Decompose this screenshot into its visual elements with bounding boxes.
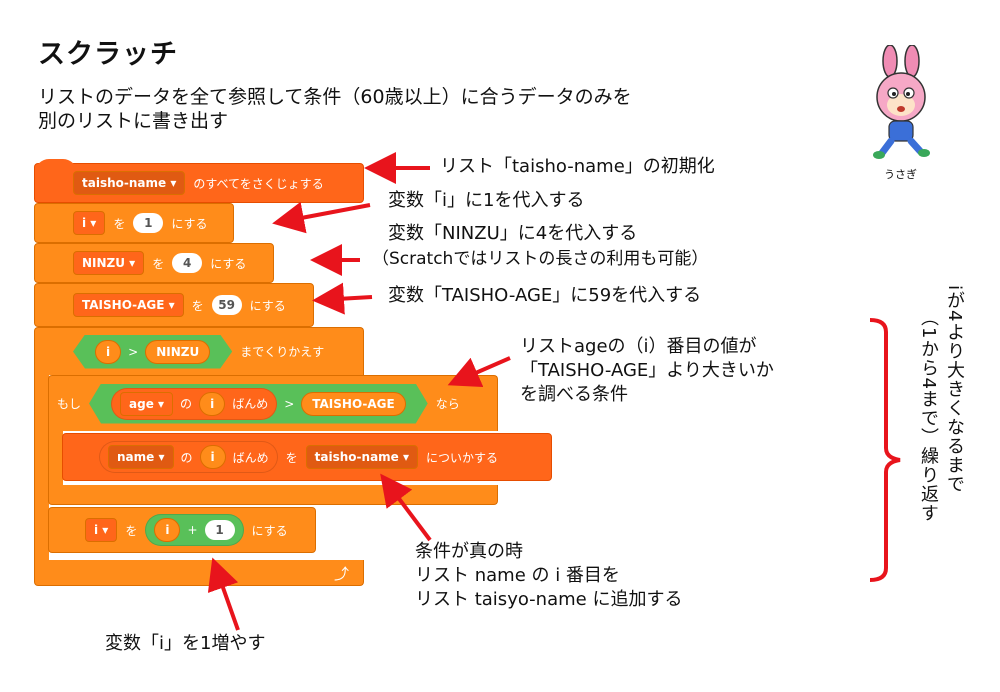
block-label: のすべてをさくじょする (193, 176, 324, 191)
var-dropdown[interactable]: i ▾ (73, 211, 106, 235)
note-set-age: 変数「TAISHO-AGE」に59を代入する (388, 285, 702, 306)
mascot-label: うさぎ (884, 168, 917, 181)
value-input[interactable]: 1 (204, 520, 235, 540)
list-dropdown[interactable]: name ▾ (108, 445, 174, 469)
if-header[interactable]: もし age ▾ の i ばんめ > TAISHO-AGE なら (48, 375, 498, 431)
var-dropdown[interactable]: i ▾ (85, 518, 118, 542)
var-reporter[interactable]: i (199, 392, 225, 416)
block-label: を (113, 216, 126, 231)
note-set-ninzu: 変数「NINZU」に4を代入する (388, 223, 638, 244)
var-dropdown[interactable]: TAISHO-AGE ▾ (73, 293, 184, 317)
greater-than-operator[interactable]: i > NINZU (73, 335, 232, 369)
note-initialize: リスト「taisho-name」の初期化 (440, 156, 715, 177)
value-input[interactable]: 59 (211, 295, 242, 315)
arrow-7 (207, 557, 240, 631)
page-title: スクラッチ (38, 39, 178, 70)
greater-than-operator[interactable]: age ▾ の i ばんめ > TAISHO-AGE (89, 384, 428, 424)
block-label: についかする (426, 450, 499, 465)
subtitle: リストのデータを全て参照して条件（60歳以上）に合うデータのみを 別のリストに書… (38, 85, 838, 133)
set-taisho-age-block[interactable]: TAISHO-AGE ▾ を 59 にする (34, 283, 314, 327)
note-set-i: 変数「i」に1を代入する (388, 190, 585, 211)
loop-arrow-icon: ⤴ (333, 565, 349, 583)
block-label: にする (249, 298, 286, 313)
var-reporter[interactable]: i (199, 445, 226, 469)
value-input[interactable]: 1 (133, 213, 164, 233)
var-reporter[interactable]: NINZU (145, 340, 210, 364)
note-list-length: （Scratchではリストの長さの利用も可能） (372, 249, 709, 269)
item-of-list-reporter[interactable]: name ▾ の i ばんめ (99, 441, 278, 473)
subtitle-line-1: リストのデータを全て参照して条件（60歳以上）に合うデータのみを (38, 86, 632, 108)
list-dropdown[interactable]: age ▾ (120, 392, 173, 416)
rabbit-mascot (862, 44, 942, 165)
block-label: を (152, 256, 165, 271)
repeat-until-footer: ⤴ (34, 560, 364, 586)
var-reporter[interactable]: i (154, 518, 181, 542)
arrow-6 (380, 473, 432, 542)
block-label: を (191, 298, 204, 313)
subtitle-line-2: 別のリストに書き出す (38, 110, 229, 132)
right-brace (869, 318, 901, 582)
change-i-block[interactable]: i ▾ を i + 1 にする (48, 507, 316, 553)
if-c-wall (48, 431, 63, 485)
list-dropdown[interactable]: taisho-name ▾ (73, 171, 186, 195)
if-label: もし (57, 397, 82, 411)
var-reporter[interactable]: TAISHO-AGE (301, 392, 405, 416)
note-condition: リストageの（i）番目の値が 「TAISHO-AGE」より大きいか を調べる条… (520, 336, 774, 405)
set-i-block[interactable]: i ▾ を 1 にする (34, 203, 234, 243)
var-reporter[interactable]: i (95, 340, 121, 364)
item-of-list-reporter[interactable]: age ▾ の i ばんめ (111, 388, 277, 420)
repeat-c-wall (34, 375, 49, 560)
note-append: 条件が真の時 リスト name の i 番目を リスト taisyo-name … (415, 541, 683, 610)
arrow-5 (447, 356, 511, 388)
set-ninzu-block[interactable]: NINZU ▾ を 4 にする (34, 243, 274, 283)
block-label: なら (435, 397, 460, 411)
add-operator[interactable]: i + 1 (145, 514, 244, 546)
var-dropdown[interactable]: NINZU ▾ (73, 251, 145, 275)
repeat-note-col-1: iが4より大きくなるまで (944, 285, 965, 494)
clear-list-block[interactable]: taisho-name ▾ のすべてをさくじょする (34, 159, 364, 203)
repeat-until-header[interactable]: i > NINZU までくりかえす (34, 327, 364, 375)
hat-cap (35, 159, 77, 173)
value-input[interactable]: 4 (172, 253, 203, 273)
arrow-2 (272, 201, 371, 234)
repeat-note-col-2: （1から4まで）繰り返す (918, 308, 939, 523)
add-to-list-block[interactable]: name ▾ の i ばんめ を taisho-name ▾ についかする (62, 433, 552, 481)
list-dropdown[interactable]: taisho-name ▾ (305, 445, 419, 469)
block-label: にする (171, 216, 208, 231)
block-label: にする (210, 256, 247, 271)
arrow-4 (312, 282, 373, 315)
note-increment: 変数「i」を1増やす (105, 633, 266, 654)
block-label: までくりかえす (240, 345, 325, 359)
